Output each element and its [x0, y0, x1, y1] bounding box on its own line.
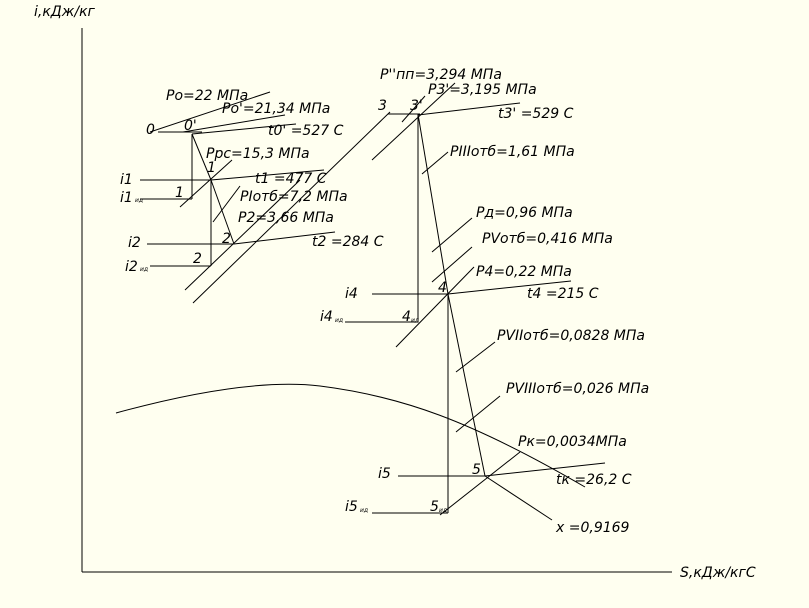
label-point-5: 5 [472, 462, 481, 478]
label-point-3: 3 [378, 98, 387, 114]
isotherm-t0 [191, 123, 297, 135]
label-pk: Рк=0,0034МПа [518, 434, 627, 450]
label-t4: t4 =215 С [527, 286, 599, 302]
label-tk: tк =26,2 С [556, 472, 632, 488]
isobar-po [149, 91, 271, 133]
isobar-p1otb [212, 185, 241, 223]
isotherm-t2 [233, 231, 336, 245]
ip-lp-section [345, 82, 606, 521]
label-p7otb: РVIIотб=0,0828 МПа [497, 328, 645, 344]
isobar-p8otb [455, 395, 501, 433]
hp-section [140, 91, 391, 304]
label-point-3p: 3' [410, 98, 423, 114]
label-p1otb: РIотб=7,2 МПа [240, 189, 348, 205]
isobar-p2 [184, 179, 301, 291]
saturation-curve [115, 383, 586, 488]
label-ppp: Р''пп=3,294 МПа [380, 67, 502, 83]
label-pd: Рд=0,96 МПа [476, 205, 573, 221]
label-point-1: 1 [207, 160, 216, 176]
label-dryness: х =0,9169 [555, 520, 630, 536]
label-point-4b: 4 [402, 309, 411, 325]
pressure-labels: Po=22 МПа Po'=21,34 МПа Ррс=15,3 МПа РIо… [166, 67, 649, 450]
label-i2-id-sub: ид [140, 266, 148, 273]
label-i1: i1 [120, 172, 133, 188]
label-i4-id: i4 [320, 309, 333, 325]
label-p3otb: РIIIотб=1,61 МПа [450, 144, 575, 160]
label-t2: t2 =284 С [312, 234, 384, 250]
label-i4: i4 [345, 286, 358, 302]
label-ppc: Ррс=15,3 МПа [206, 146, 310, 162]
point-labels: 0 0' 1 1 2 2 3 3' 4 4 ид 5 5 ид [146, 98, 481, 515]
label-p4: Р4=0,22 МПа [476, 264, 572, 280]
label-p8otb: РVIIIотб=0,026 МПа [506, 381, 649, 397]
label-p5otb: РVотб=0,416 МПа [482, 231, 613, 247]
process-3p-4 [417, 113, 449, 295]
isobar-pk [439, 451, 521, 516]
isobar-pd [431, 217, 473, 253]
isobar-p7otb [455, 341, 496, 373]
label-po-prime: Po'=21,34 МПа [222, 101, 330, 117]
label-point-2b: 2 [193, 251, 202, 267]
isotherm-t3p [417, 102, 521, 116]
axes: i,кДж/кг S,кДж/кгС [34, 4, 756, 581]
isobar-p3p [401, 95, 426, 123]
temperature-labels: t0' =527 С t1 =477 С t2 =284 С t3' =529 … [255, 106, 632, 488]
isobar-ppp [371, 82, 456, 161]
label-i1-id: i1 [120, 190, 133, 206]
isobar-p3otb [421, 151, 449, 175]
label-i5-id: i5 [345, 499, 358, 515]
label-i4-id-sub: ид [335, 317, 343, 324]
label-po: Po=22 МПа [166, 88, 248, 104]
label-i5-id-sub: ид [360, 507, 368, 514]
isotherm-t4 [447, 280, 572, 295]
y-axis-label: i,кДж/кг [34, 4, 96, 20]
label-t1: t1 =477 С [255, 171, 327, 187]
x-axis-label: S,кДж/кгС [680, 565, 756, 581]
label-t0p: t0' =527 С [268, 123, 344, 139]
isotherm-tk [484, 462, 606, 477]
label-point-5b: 5 [430, 499, 439, 515]
label-i2: i2 [128, 235, 141, 251]
isotherm-t1 [210, 169, 325, 181]
dryness-line [484, 475, 553, 521]
label-point-4: 4 [438, 280, 447, 296]
label-point-0: 0 [146, 122, 155, 138]
label-point-1b: 1 [175, 185, 184, 201]
isobar-po-prime [182, 114, 286, 133]
isobar-p2b [192, 111, 391, 304]
enthalpy-labels: i1 i1 ид i2 i2 ид i4 i4 ид i5 i5 ид [120, 172, 391, 515]
label-t3p: t3' =529 С [498, 106, 574, 122]
label-point-4b-sub: ид [411, 317, 419, 324]
label-p2: Р2=3,66 МПа [238, 210, 334, 226]
isobar-p5otb [431, 246, 473, 283]
isobar-p4 [395, 266, 475, 348]
label-p3p: Р3'=3,195 МПа [428, 82, 537, 98]
label-i5: i5 [378, 466, 391, 482]
label-point-0p: 0' [184, 118, 197, 134]
label-i2-id: i2 [125, 259, 138, 275]
process-1-2 [210, 179, 235, 245]
label-i1-id-sub: ид [135, 197, 143, 204]
label-point-2: 2 [222, 231, 231, 247]
label-point-5b-sub: ид [439, 507, 447, 514]
process-4-5 [447, 293, 486, 477]
process-0p-1 [191, 133, 212, 181]
